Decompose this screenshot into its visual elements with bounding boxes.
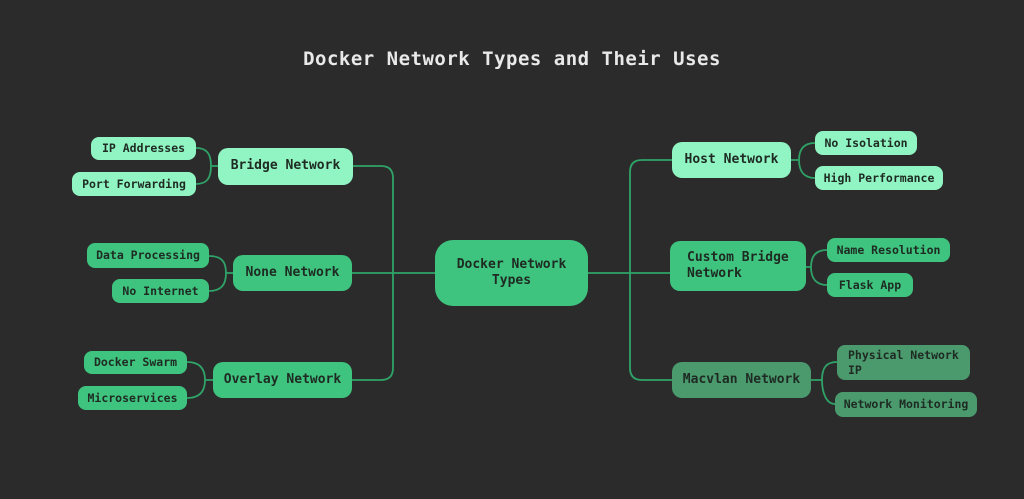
node-network-monitoring: Network Monitoring <box>835 392 977 417</box>
edge-none-fork <box>208 255 233 292</box>
edge-overlay-fork <box>186 361 213 399</box>
edge-macvlan-fork <box>811 361 838 405</box>
edge-custom-fork <box>806 249 828 286</box>
node-bridge-network: Bridge Network <box>218 148 353 185</box>
node-none-network: None Network <box>233 255 352 291</box>
node-custom-bridge-network: Custom Bridge Network <box>670 241 806 291</box>
node-flask-app: Flask App <box>827 273 913 297</box>
node-docker-network-types: Docker Network Types <box>435 240 588 306</box>
node-high-performance: High Performance <box>815 166 943 190</box>
node-microservices: Microservices <box>78 386 187 410</box>
node-no-isolation: No Isolation <box>815 131 917 155</box>
node-ip-addresses: IP Addresses <box>91 137 196 160</box>
node-docker-swarm: Docker Swarm <box>84 351 187 374</box>
node-no-internet: No Internet <box>112 279 209 303</box>
node-port-forwarding: Port Forwarding <box>72 172 196 196</box>
diagram-title: Docker Network Types and Their Uses <box>303 48 721 70</box>
node-data-processing: Data Processing <box>87 243 209 268</box>
edge-bridge-fork <box>195 147 218 185</box>
node-macvlan-network: Macvlan Network <box>672 362 811 398</box>
node-overlay-network: Overlay Network <box>213 362 352 398</box>
node-physical-network-ip: Physical Network IP <box>837 345 970 380</box>
node-name-resolution: Name Resolution <box>827 238 950 262</box>
edge-right-trunk <box>629 159 672 381</box>
node-host-network: Host Network <box>672 142 791 178</box>
edge-host-fork <box>791 142 816 179</box>
